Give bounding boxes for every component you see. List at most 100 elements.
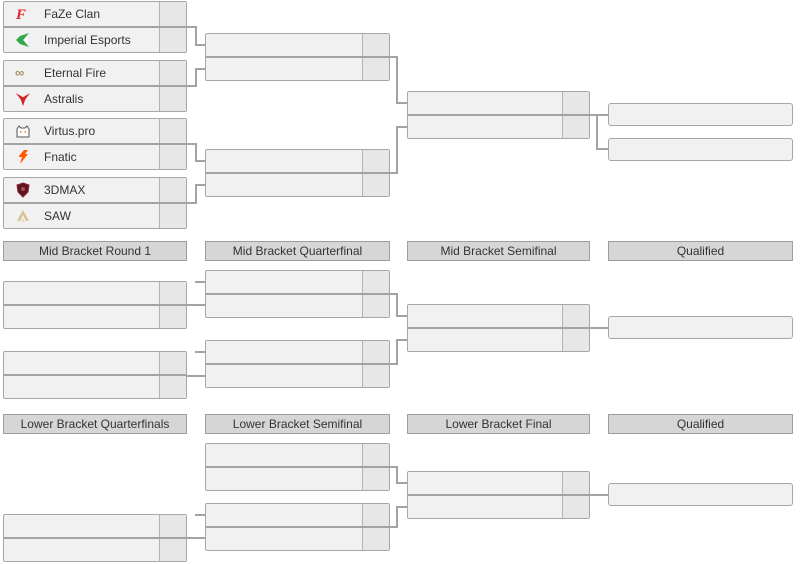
team-row-fnatic[interactable]: Fnatic — [4, 143, 186, 169]
team-slot-empty — [206, 150, 389, 172]
team-name[interactable]: Virtus.pro — [44, 124, 96, 138]
team-slot-empty — [4, 282, 186, 304]
eternal-fire-logo[interactable]: ∞ — [15, 65, 31, 81]
ub-qualified-slot-2 — [608, 138, 793, 161]
team-name[interactable]: Eternal Fire — [44, 66, 107, 80]
team-row-astralis[interactable]: Astralis — [4, 85, 186, 111]
team-slot-empty — [206, 526, 389, 550]
mb-round1-match-2 — [3, 351, 187, 399]
ub-round1-match-2: ∞ Eternal Fire Astralis — [3, 60, 187, 112]
team-slot-empty — [408, 327, 589, 351]
score-cell — [362, 58, 389, 80]
team-slot-empty — [206, 341, 389, 363]
header-lower-bracket-final: Lower Bracket Final — [407, 414, 590, 434]
team-row-faze-clan[interactable]: F FaZe Clan — [4, 2, 186, 26]
team-name[interactable]: Fnatic — [44, 150, 77, 164]
header-mid-qualified: Qualified — [608, 241, 793, 261]
score-cell — [159, 2, 186, 26]
team-slot-empty — [206, 444, 389, 466]
ub-quarterfinal-match-2 — [205, 149, 390, 197]
team-name[interactable]: Astralis — [44, 92, 84, 106]
ub-semifinal-match — [407, 91, 590, 139]
team-row-virtus-pro[interactable]: Virtus.pro — [4, 119, 186, 143]
score-cell — [159, 119, 186, 143]
score-cell — [159, 204, 186, 228]
team-name[interactable]: 3DMAX — [44, 183, 86, 197]
team-slot-empty — [206, 363, 389, 387]
score-cell — [562, 329, 589, 351]
score-cell — [362, 444, 389, 466]
score-cell — [159, 87, 186, 111]
astralis-logo[interactable] — [15, 91, 31, 107]
ub-round1-match-3: Virtus.pro Fnatic — [3, 118, 187, 170]
score-cell — [562, 92, 589, 114]
virtus-pro-logo[interactable] — [15, 123, 31, 139]
3dmax-logo[interactable] — [15, 182, 31, 198]
header-lower-qualified: Qualified — [608, 414, 793, 434]
score-cell — [159, 515, 186, 537]
team-slot-empty — [4, 304, 186, 328]
team-name[interactable]: Imperial Esports — [44, 33, 131, 47]
mb-quarterfinal-match-2 — [205, 340, 390, 388]
team-slot-empty — [408, 494, 589, 518]
score-cell — [159, 352, 186, 374]
team-slot-empty — [206, 504, 389, 526]
team-row-eternal-fire[interactable]: ∞ Eternal Fire — [4, 61, 186, 85]
score-cell — [562, 472, 589, 494]
team-slot-empty — [206, 293, 389, 317]
team-slot-empty — [206, 466, 389, 490]
faze-clan-logo[interactable]: F — [15, 6, 31, 22]
team-slot-empty — [4, 374, 186, 398]
score-cell — [362, 341, 389, 363]
svg-text:F: F — [15, 7, 26, 22]
svg-text:∞: ∞ — [15, 65, 24, 80]
mb-quarterfinal-match-1 — [205, 270, 390, 318]
team-name[interactable]: SAW — [44, 209, 71, 223]
team-slot-empty — [4, 537, 186, 561]
score-cell — [159, 145, 186, 169]
score-cell — [362, 365, 389, 387]
team-slot-empty — [408, 305, 589, 327]
lb-final-match — [407, 471, 590, 519]
score-cell — [362, 271, 389, 293]
lb-semifinal-match-1 — [205, 443, 390, 491]
header-mid-bracket-semifinal: Mid Bracket Semifinal — [407, 241, 590, 261]
team-slot-empty — [4, 352, 186, 374]
mb-round1-match-1 — [3, 281, 187, 329]
team-row-saw[interactable]: SAW — [4, 202, 186, 228]
team-slot-empty — [4, 515, 186, 537]
score-cell — [159, 376, 186, 398]
lb-quarterfinal-match — [3, 514, 187, 562]
saw-logo[interactable] — [15, 208, 31, 224]
ub-quarterfinal-match-1 — [205, 33, 390, 81]
team-slot-empty — [408, 114, 589, 138]
score-cell — [159, 306, 186, 328]
team-name[interactable]: FaZe Clan — [44, 7, 101, 21]
header-mid-bracket-quarterfinal: Mid Bracket Quarterfinal — [205, 241, 390, 261]
score-cell — [362, 295, 389, 317]
score-cell — [159, 61, 186, 85]
team-row-imperial-esports[interactable]: Imperial Esports — [4, 26, 186, 52]
score-cell — [562, 305, 589, 327]
team-row-3dmax[interactable]: 3DMAX — [4, 178, 186, 202]
imperial-esports-logo[interactable] — [15, 32, 31, 48]
team-slot-empty — [206, 34, 389, 56]
team-slot-empty — [206, 271, 389, 293]
fnatic-logo[interactable] — [15, 149, 31, 165]
header-lower-bracket-quarterfinals: Lower Bracket Quarterfinals — [3, 414, 187, 434]
score-cell — [159, 539, 186, 561]
ub-round1-match-1: F FaZe Clan Imperial Esports — [3, 1, 187, 53]
team-slot-empty — [206, 172, 389, 196]
ub-qualified-slot-1 — [608, 103, 793, 126]
score-cell — [362, 528, 389, 550]
header-lower-bracket-semifinal: Lower Bracket Semifinal — [205, 414, 390, 434]
header-mid-bracket-round-1: Mid Bracket Round 1 — [3, 241, 187, 261]
score-cell — [159, 282, 186, 304]
score-cell — [562, 116, 589, 138]
score-cell — [362, 34, 389, 56]
lb-semifinal-match-2 — [205, 503, 390, 551]
team-slot-empty — [408, 92, 589, 114]
score-cell — [362, 150, 389, 172]
score-cell — [159, 178, 186, 202]
score-cell — [159, 28, 186, 52]
